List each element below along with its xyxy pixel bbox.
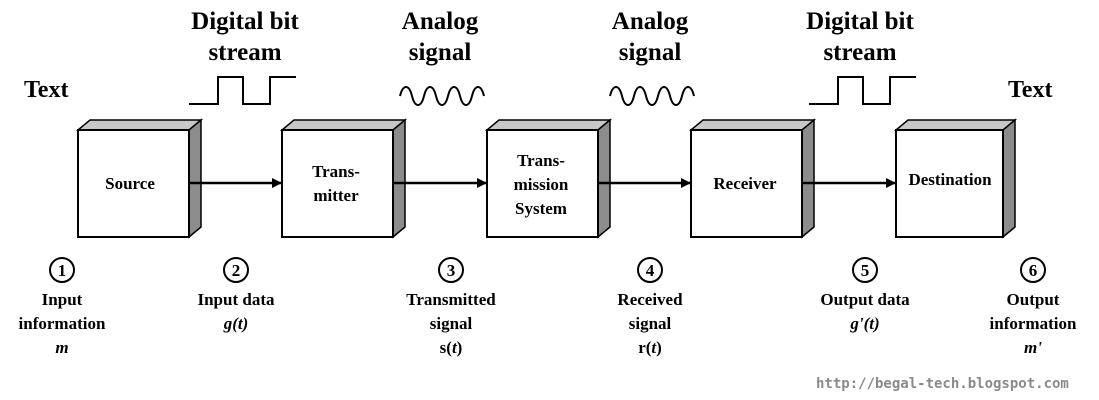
analog-signal-label-left: Analog signal (401, 8, 479, 66)
block-transmission-label-line1: Trans- (517, 151, 565, 170)
stage-number-5: 5 (852, 257, 878, 283)
block-source: Source (75, 118, 204, 239)
analog-signal-label-right: Analog signal (611, 8, 689, 66)
block-destination: Destination (893, 118, 1018, 239)
svg-text:4: 4 (646, 261, 655, 280)
footer-url: http://begal-tech.blogspot.com (816, 376, 1069, 392)
block-transmitter-label-line2: mitter (313, 186, 359, 205)
stage-number-2: 2 (223, 257, 249, 283)
stage-caption-2: Input data g(t) (197, 290, 275, 333)
stage-number-4: 4 (637, 257, 663, 283)
stage-number-3: 3 (438, 257, 464, 283)
analog-wave-right (609, 86, 695, 106)
block-destination-label: Destination (908, 170, 992, 189)
block-source-label: Source (105, 174, 155, 193)
block-receiver: Receiver (688, 118, 817, 239)
svg-text:1: 1 (58, 261, 67, 280)
stage-caption-6: Output information m' (989, 290, 1077, 357)
digital-bit-stream-label-left: Digital bit stream (191, 8, 299, 66)
stage-number-1: 1 (49, 257, 75, 283)
stage-caption-1: Input information m (18, 290, 106, 357)
text-label-left: Text (24, 77, 69, 103)
digital-waveform-right (809, 76, 916, 105)
svg-text:6: 6 (1029, 261, 1038, 280)
block-transmission-label-line3: System (515, 199, 567, 218)
stage-number-6: 6 (1020, 257, 1046, 283)
svg-text:3: 3 (447, 261, 456, 280)
stage-caption-4: Received signal r(t) (617, 290, 683, 357)
block-transmission-system: Trans- mission System (484, 118, 613, 239)
block-transmission-label-line2: mission (514, 175, 569, 194)
text-label-right: Text (1008, 77, 1053, 103)
block-transmitter-label-line1: Trans- (312, 162, 360, 181)
block-transmitter: Trans- mitter (279, 118, 408, 239)
analog-wave-left (399, 86, 485, 106)
svg-text:2: 2 (232, 261, 241, 280)
block-receiver-label: Receiver (713, 174, 777, 193)
stage-caption-3: Transmitted signal s(t) (406, 290, 496, 357)
digital-waveform-left (189, 76, 296, 105)
stage-caption-5: Output data g'(t) (820, 290, 910, 333)
digital-bit-stream-label-right: Digital bit stream (806, 8, 914, 66)
svg-text:5: 5 (861, 261, 870, 280)
